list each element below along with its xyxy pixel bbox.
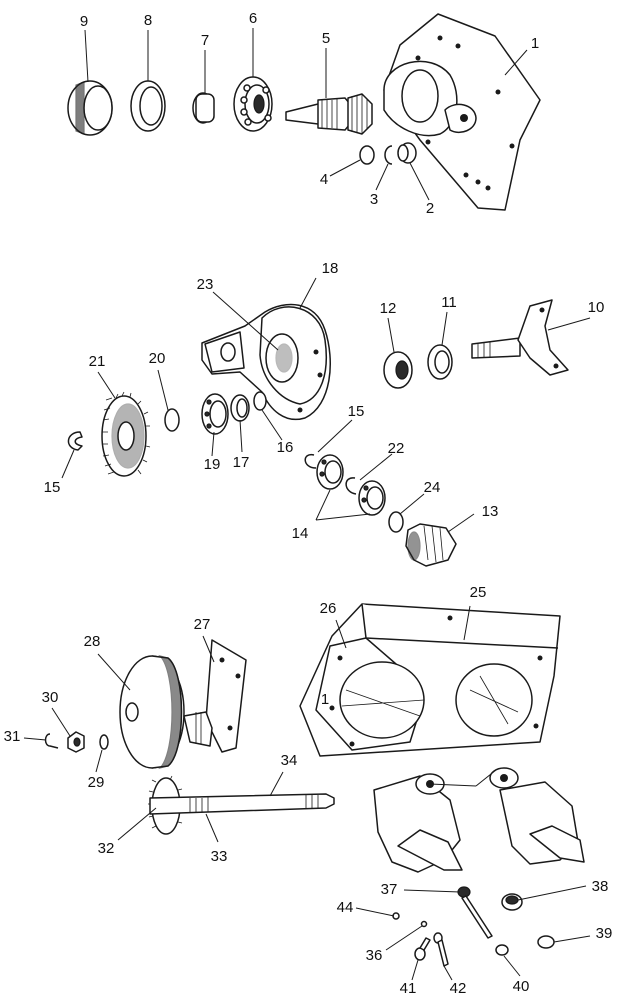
part-33-34-output-shaft	[149, 793, 335, 815]
callout-3: 3	[370, 191, 378, 208]
callout-9: 9	[80, 13, 88, 30]
callout-38: 38	[592, 878, 609, 895]
part-42-bolt-long	[433, 932, 449, 967]
part-40-o-ring	[495, 944, 509, 956]
callout-10: 10	[588, 299, 605, 316]
callout-41: 41	[400, 980, 417, 997]
callout-33: 33	[211, 848, 228, 865]
callout-1: 1	[531, 35, 539, 52]
callout-37: 37	[381, 881, 398, 898]
part-29-washer	[99, 734, 109, 750]
callout-44: 44	[337, 899, 354, 916]
part-19-bearing	[201, 393, 229, 435]
callout-22: 22	[388, 440, 405, 457]
callout-39: 39	[596, 925, 613, 942]
section-differential	[61, 277, 591, 567]
part-6-ball-bearing	[233, 76, 273, 132]
callout-2: 2	[426, 200, 434, 217]
callout-24: 24	[424, 479, 441, 496]
part-25-transmission-case	[299, 603, 561, 757]
part-7-bushing	[192, 92, 215, 124]
part-17-spacer	[230, 394, 250, 422]
callout-11: 11	[441, 294, 457, 311]
callout-15-a: 15	[348, 403, 365, 420]
part-3-snap-ring	[384, 145, 393, 165]
part-31-r-clip	[44, 733, 59, 749]
callout-18: 18	[322, 260, 339, 277]
callout-7: 7	[201, 32, 209, 49]
part-axle-housing-left	[373, 773, 463, 873]
part-13-bevel-pinion	[405, 523, 457, 567]
callout-31: 31	[4, 728, 21, 745]
part-38-plug	[501, 893, 523, 911]
callout-27: 27	[194, 616, 211, 633]
callout-29: 29	[88, 774, 105, 791]
housing-marker: 1	[321, 691, 329, 708]
part-21-ring-gear	[101, 391, 151, 477]
callout-19: 19	[204, 456, 221, 473]
part-12-bearing	[383, 351, 413, 389]
part-14-bearing-pair	[316, 454, 386, 516]
part-16-circlip	[253, 391, 267, 411]
part-8-seal-ring	[130, 80, 166, 132]
part-9-bearing-race	[67, 80, 113, 136]
callout-26: 26	[320, 600, 337, 617]
part-28-pulley	[119, 654, 185, 770]
callout-25: 25	[470, 584, 487, 601]
part-27-drive-mount-plate	[183, 639, 247, 753]
part-30-nut	[67, 731, 85, 753]
part-20-snap-ring	[164, 408, 180, 432]
callout-4: 4	[320, 171, 328, 188]
callout-17: 17	[233, 454, 250, 471]
callout-30: 30	[42, 689, 59, 706]
callout-16: 16	[277, 439, 294, 456]
section-case-and-pulley	[23, 603, 591, 981]
part-22-snap-ring	[345, 477, 357, 495]
part-37-dipstick	[457, 886, 493, 939]
part-4-washer	[359, 145, 375, 165]
callout-labels: 1 2 3 4 5 6 7 8 9 10 11 12 13 14 15 15 1…	[4, 10, 613, 997]
part-41-bolt	[414, 937, 431, 961]
part-axle-housing-right	[489, 767, 585, 865]
callout-32: 32	[98, 840, 115, 857]
callout-20: 20	[149, 350, 166, 367]
part-36-pin	[420, 920, 428, 928]
callout-12: 12	[380, 300, 397, 317]
callout-13: 13	[482, 503, 499, 520]
part-1-bearing-plate	[383, 13, 541, 211]
part-10-output-flange	[471, 299, 569, 376]
section-input-shaft	[67, 13, 541, 211]
callout-14: 14	[292, 525, 309, 542]
callout-40: 40	[513, 978, 530, 995]
callout-5: 5	[322, 30, 330, 47]
part-11-seal	[427, 344, 453, 380]
callout-6: 6	[249, 10, 257, 27]
callout-21: 21	[89, 353, 106, 370]
callout-8: 8	[144, 12, 152, 29]
part-24-o-ring	[388, 511, 404, 533]
part-15-retaining-clip-center	[304, 453, 317, 469]
part-15-retaining-clip	[67, 431, 83, 451]
callout-42: 42	[450, 980, 467, 997]
callout-23: 23	[197, 276, 214, 293]
part-5-pinion-shaft	[285, 93, 373, 135]
part-39-sealing-washer	[537, 935, 555, 949]
callout-15-b: 15	[44, 479, 61, 496]
part-2-collar	[397, 142, 417, 164]
callout-36: 36	[366, 947, 383, 964]
part-18-differential-housing	[201, 303, 331, 421]
callout-34: 34	[281, 752, 298, 769]
callout-28: 28	[84, 633, 101, 650]
